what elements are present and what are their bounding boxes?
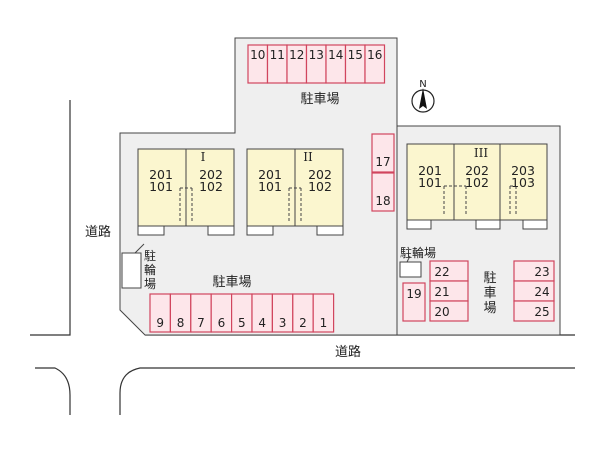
bike-parking-label-left: 駐 bbox=[144, 248, 156, 263]
parking-row-top: 10 11 12 13 14 15 16 bbox=[247, 44, 386, 84]
parking-space-number: 15 bbox=[348, 48, 363, 62]
parking-space-number: 11 bbox=[270, 48, 285, 62]
unit-number: 102 bbox=[308, 179, 332, 194]
parking-space bbox=[371, 133, 395, 173]
parking-space-number: 1 bbox=[320, 316, 328, 330]
unit-number: 101 bbox=[149, 179, 173, 194]
parking-space-number: 25 bbox=[534, 305, 549, 319]
road-label-bottom: 道路 bbox=[335, 344, 361, 360]
parking-space bbox=[371, 172, 395, 212]
building-i: I 201 101 202 102 bbox=[137, 148, 235, 236]
parking-space bbox=[513, 300, 555, 322]
parking-space-number: 8 bbox=[177, 316, 185, 330]
unit-number: 202 bbox=[308, 167, 332, 182]
parking-space-number: 5 bbox=[238, 316, 246, 330]
unit-number: 201 bbox=[418, 163, 442, 178]
parking-space bbox=[429, 300, 469, 322]
parking-label-top: 駐車場 bbox=[300, 92, 339, 107]
road-bottom-edge-lower-left bbox=[35, 367, 71, 415]
parking-space-number: 6 bbox=[218, 316, 226, 330]
unit-number: 202 bbox=[465, 163, 489, 178]
unit-number: 202 bbox=[199, 167, 223, 182]
parking-column-right-2: 22 21 20 bbox=[429, 260, 469, 322]
parking-space-number: 2 bbox=[299, 316, 307, 330]
parking-space-number: 7 bbox=[197, 316, 205, 330]
compass-label: N bbox=[419, 79, 426, 90]
bike-parking-right-box bbox=[399, 261, 422, 278]
road-left-edge bbox=[30, 100, 71, 336]
bike-parking-label-left: 場 bbox=[144, 277, 156, 291]
parking-label-right: 場 bbox=[483, 301, 496, 316]
parking-space-number: 23 bbox=[534, 265, 549, 279]
bike-parking-label-left: 輪 bbox=[144, 262, 156, 277]
parking-space bbox=[312, 293, 335, 333]
building-iii: III 201 101 202 102 203 103 bbox=[406, 143, 548, 230]
parking-space-number: 24 bbox=[534, 285, 549, 299]
unit-number: 101 bbox=[258, 179, 282, 194]
parking-space bbox=[402, 282, 426, 322]
parking-space-number: 20 bbox=[434, 305, 449, 319]
unit-number: 203 bbox=[511, 163, 535, 178]
parking-label-right: 駐 bbox=[483, 271, 496, 286]
bike-parking-left-box bbox=[121, 252, 142, 289]
building-label: II bbox=[303, 150, 313, 164]
parking-space-number: 10 bbox=[250, 48, 265, 62]
parking-space-number: 4 bbox=[258, 316, 266, 330]
parking-space-number: 22 bbox=[434, 265, 449, 279]
compass-icon: N bbox=[411, 79, 435, 113]
building-label: III bbox=[474, 146, 488, 160]
parking-space-number: 19 bbox=[406, 287, 421, 301]
parking-space bbox=[364, 44, 386, 84]
bike-parking-label-right: 駐輪場 bbox=[400, 245, 436, 260]
unit-number: 102 bbox=[465, 175, 489, 190]
unit-number: 101 bbox=[418, 175, 442, 190]
parking-space-number: 13 bbox=[309, 48, 324, 62]
unit-number: 103 bbox=[511, 175, 535, 190]
parking-space-number: 21 bbox=[434, 285, 449, 299]
building-label: I bbox=[201, 150, 206, 164]
parking-column-right-1: 19 bbox=[402, 282, 426, 322]
parking-space-number: 3 bbox=[279, 316, 287, 330]
parking-space-number: 16 bbox=[367, 48, 382, 62]
bike-parking-right-arrow bbox=[406, 255, 411, 263]
parking-space-number: 12 bbox=[289, 48, 304, 62]
unit-number: 102 bbox=[199, 179, 223, 194]
building-ii: II 201 101 202 102 bbox=[246, 148, 344, 236]
parking-space-number: 14 bbox=[328, 48, 343, 62]
parking-label-middle: 駐車場 bbox=[212, 275, 251, 290]
unit-number: 201 bbox=[258, 167, 282, 182]
parking-space-number: 17 bbox=[375, 155, 390, 169]
parking-label-right: 車 bbox=[483, 286, 496, 301]
bike-parking-left-arrow bbox=[134, 243, 145, 254]
parking-space-number: 18 bbox=[375, 194, 390, 208]
parking-space-number: 9 bbox=[156, 316, 164, 330]
road-label-left: 道路 bbox=[85, 224, 111, 240]
unit-number: 201 bbox=[149, 167, 173, 182]
road-bottom-edge-lower-right bbox=[119, 367, 575, 415]
parking-column-right-3: 23 24 25 bbox=[513, 260, 555, 322]
